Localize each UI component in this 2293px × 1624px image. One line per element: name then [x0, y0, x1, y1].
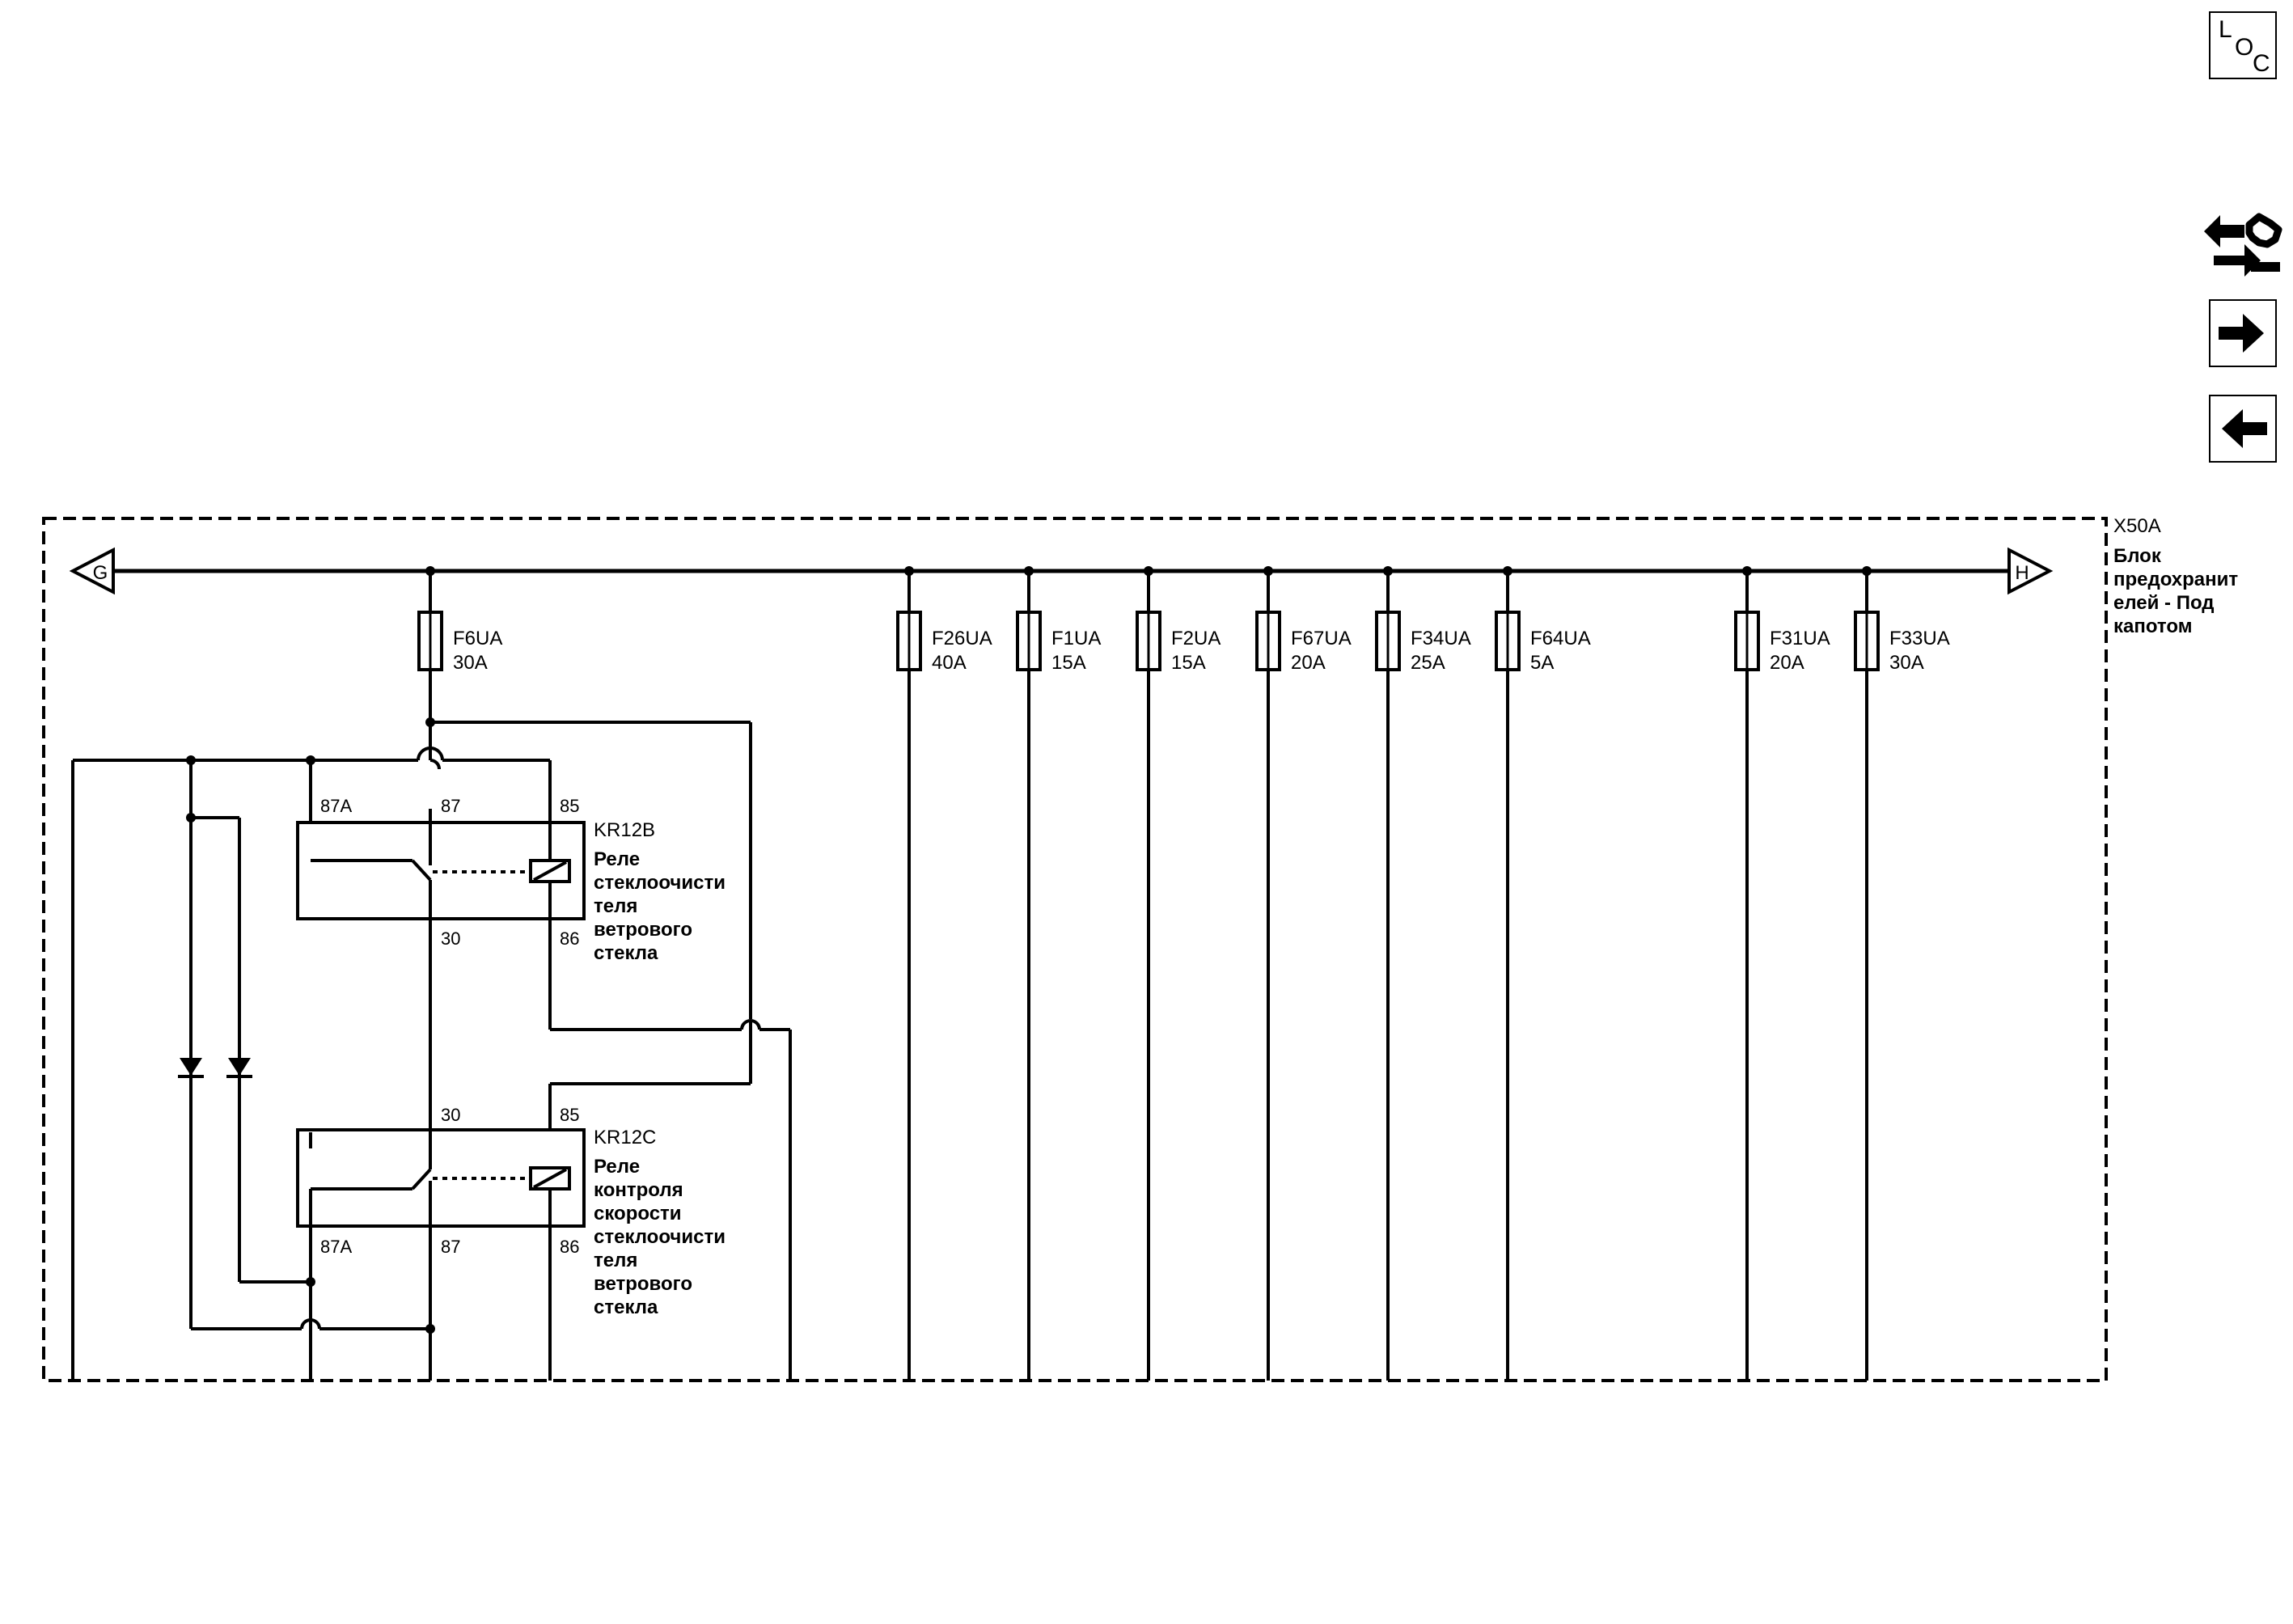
arrow-right-icon	[2219, 314, 2264, 353]
relay-kr12c-body	[296, 1128, 586, 1228]
relay-kr12c-name-line: Реле	[594, 1156, 640, 1178]
connector-g[interactable]: G	[69, 547, 115, 595]
relay-kr12b-contact	[411, 859, 432, 882]
wire-crossover	[429, 759, 441, 770]
relay-kr12b-name-line: ветрового	[594, 919, 692, 941]
relay-kr12c-name-line: стеклоочисти	[594, 1226, 726, 1248]
pin-label: 87	[441, 796, 460, 816]
fuse-f67ua: F67UA 20A	[1255, 566, 1352, 1381]
fuse-name: F67UA	[1291, 628, 1352, 649]
relay-kr12c-coil-mark	[533, 1168, 567, 1189]
pin-label: 85	[560, 1105, 579, 1125]
fuse-f2ua: F2UA 15A	[1136, 566, 1221, 1381]
block-name-line: елей - Под	[2113, 592, 2215, 614]
relay-kr12b-coil-mark	[533, 861, 567, 882]
junction-dot	[1503, 566, 1512, 576]
fuse-rating: 15A	[1171, 652, 1206, 674]
pin-label: 86	[560, 1237, 579, 1257]
wrench-arrows-icon[interactable]	[2202, 204, 2283, 285]
fuse-name: F64UA	[1530, 628, 1591, 649]
fuse-f64ua: F64UA 5A	[1495, 566, 1591, 1381]
fuse-rating: 40A	[932, 652, 967, 674]
fuse-rating: 20A	[1770, 652, 1804, 674]
fuse-name: F34UA	[1411, 628, 1471, 649]
relay-kr12c-name-line: теля	[594, 1250, 637, 1271]
loc-letter-c: C	[2253, 50, 2270, 77]
junction-dot	[1263, 566, 1273, 576]
fuse-f34ua: F34UA 25A	[1375, 566, 1471, 1381]
pin-label: 86	[560, 928, 579, 949]
fuse-f26ua: F26UA 40A	[896, 566, 992, 1381]
relay-kr12b-name-line: Реле	[594, 848, 640, 870]
fuse-f1ua: F1UA 15A	[1016, 566, 1101, 1381]
wire-crossover	[417, 746, 444, 761]
junction-dot	[425, 566, 435, 576]
junction-dot	[425, 717, 435, 727]
relay-kr12c-id: KR12C	[594, 1127, 656, 1148]
junction-dot	[186, 813, 196, 823]
block-name-line: Блок	[2113, 545, 2162, 567]
relay-kr12c-name-line: скорости	[594, 1203, 682, 1224]
fuse-name: F33UA	[1889, 628, 1950, 649]
fuse-f6ua: F6UA 30A	[417, 611, 502, 674]
connector-g-label: G	[93, 562, 108, 584]
block-name-line: предохранит	[2113, 569, 2238, 590]
pin-label: 87A	[320, 796, 352, 816]
relay-kr12c-name-line: стекла	[594, 1296, 658, 1318]
junction-dot	[306, 755, 315, 765]
pin-label: 30	[441, 928, 460, 949]
junction-dot	[1862, 566, 1872, 576]
fuse-name: F31UA	[1770, 628, 1830, 649]
relay-kr12b-body	[296, 821, 586, 920]
junction-dot	[1144, 566, 1153, 576]
wire-crossover	[300, 1318, 321, 1330]
fuses: F6UA 30A F26UA 40A F1UA 15A F2UA 15A F67UA 20A F34…	[417, 566, 1950, 1381]
relay-kr12b-name-line: стекла	[594, 942, 658, 964]
junction-dot	[1383, 566, 1393, 576]
arrow-left-icon	[2222, 409, 2267, 448]
loc-button[interactable]: L O C	[2209, 11, 2277, 79]
connector-h[interactable]: H	[2007, 547, 2054, 595]
fuse-name: F26UA	[932, 628, 992, 649]
junction-dot	[306, 1277, 315, 1287]
relay-kr12c-name-line: контроля	[594, 1179, 683, 1201]
fuse-f31ua: F31UA 20A	[1734, 566, 1830, 1381]
fuse-rating: 20A	[1291, 652, 1326, 674]
relay-kr12c-name-line: ветрового	[594, 1273, 692, 1295]
next-page-button[interactable]	[2209, 299, 2277, 367]
fuse-rating: 5A	[1530, 652, 1554, 674]
loc-letter-l: L	[2219, 16, 2232, 43]
junction-dot	[1742, 566, 1752, 576]
relay-kr12b-id: KR12B	[594, 819, 655, 841]
block-name-line: капотом	[2113, 615, 2192, 637]
fuse-name: F1UA	[1051, 628, 1101, 649]
relay-kr12b-name-line: теля	[594, 895, 637, 917]
fuse-rating: 30A	[453, 652, 488, 674]
relay-kr12c-contact	[411, 1168, 432, 1191]
fuse-f33ua: F33UA 30A	[1854, 566, 1950, 1381]
previous-page-button[interactable]	[2209, 395, 2277, 463]
fuse-rating: 25A	[1411, 652, 1445, 674]
junction-dot	[904, 566, 914, 576]
relay-kr12b-name-line: стеклоочисти	[594, 872, 726, 894]
junction-dot	[1024, 566, 1034, 576]
fuse-name: F2UA	[1171, 628, 1221, 649]
pin-label: 30	[441, 1105, 460, 1125]
fuse-block-boundary	[42, 517, 2108, 1382]
connector-h-label: H	[2015, 562, 2029, 584]
pin-label: 85	[560, 796, 579, 816]
junction-dot	[425, 1324, 435, 1334]
diode-2	[226, 1058, 252, 1078]
junction-dot	[186, 755, 196, 765]
pin-label: 87	[441, 1237, 460, 1257]
fuse-rating: 15A	[1051, 652, 1086, 674]
loc-letter-o: O	[2235, 34, 2254, 61]
block-id-label: X50A	[2113, 515, 2161, 537]
pin-label: 87A	[320, 1237, 352, 1257]
fuse-rating: 30A	[1889, 652, 1924, 674]
fuse-name: F6UA	[453, 628, 502, 649]
diode-1	[178, 1058, 204, 1078]
